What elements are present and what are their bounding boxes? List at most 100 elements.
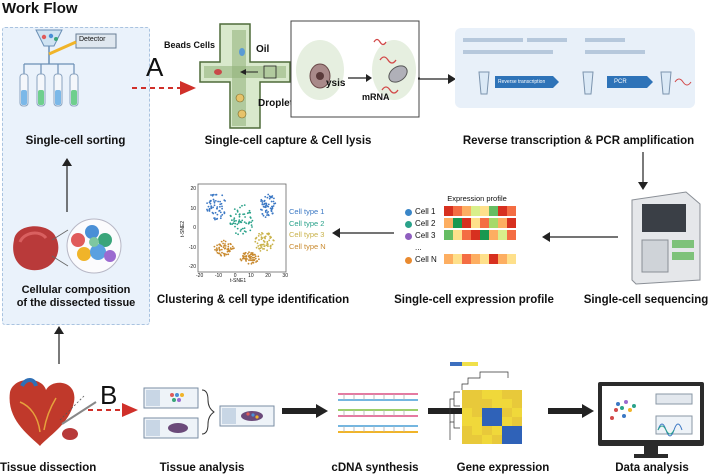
rt-pcr-label: Reverse transcription & PCR amplificatio… [462,135,695,147]
tsne-point [261,202,264,204]
tsne-point [267,213,270,216]
tsne-point [220,215,222,217]
tsne-point [256,260,259,262]
tissue-composition-illustration [13,218,122,274]
tsne-point [266,243,269,246]
tsne-point [245,231,247,233]
tsne-point [217,200,219,203]
heat-cell [482,399,492,408]
heat-cell [462,399,472,408]
expression-cell-list: Cell 1 Cell 2 Cell 3 ... Cell N [405,206,445,266]
tsne-point [227,253,230,256]
legend-item: Cell type 2 [289,218,325,228]
tsne-point [253,253,256,256]
slides-illustration [143,387,275,439]
heat-cell [502,435,512,444]
expression-profile-label: Single-cell expression profile [394,294,554,306]
tsne-point [216,251,219,254]
cell-row: Cell N [405,254,445,266]
tsne-point [268,239,271,242]
tsne-yticks: 20 10 0 -10 -20 [186,186,196,270]
ytick: 10 [190,205,196,212]
heat-cell [472,417,482,426]
tsne-point [261,203,264,206]
tsne-point [218,252,221,255]
tsne-point [233,247,235,250]
tsne-point [212,193,215,196]
single-cell-sorting-label: Single-cell sorting [25,135,126,147]
tsne-point [267,193,270,196]
tsne-point [221,205,223,208]
gene-expression-label: Gene expression [456,462,550,474]
tsne-point [237,222,240,224]
cell-row: Cell 2 [405,218,445,230]
tsne-point [261,200,264,202]
step-letter-b: B [100,380,118,410]
tsne-point [232,222,235,225]
tsne-point [245,255,248,257]
monitor-illustration [598,382,704,458]
tsne-point [264,195,267,198]
tsne-point [258,239,260,241]
xtick: 0 [233,273,237,279]
cell-sorter-illustration [19,29,117,107]
tsne-point [260,238,263,241]
heat-cell [482,417,492,426]
tsne-point [239,230,242,232]
tsne-point [241,227,244,230]
tsne-point [267,211,269,213]
tsne-point [245,257,247,260]
tsne-point [264,211,267,213]
tissue-composition-label-line2: of the dissected tissue [16,297,136,309]
tsne-point [235,219,237,222]
tsne-point [271,196,273,199]
cell-label: Cell 2 [415,219,436,228]
heat-cell [502,408,512,417]
tissue-dissection-label: Tissue dissection [0,462,97,474]
cdna-strands-illustration [338,393,418,433]
tsne-point [271,243,274,246]
tsne-point [220,248,223,251]
heat-cell [462,390,472,399]
tsne-point [268,197,271,200]
tsne-point [210,194,212,196]
tsne-point [240,259,243,262]
tsne-point [233,208,236,210]
tsne-point [269,207,272,210]
tsne-point [216,217,219,220]
tsne-point [270,236,272,239]
tsne-point [269,196,272,199]
heat-cell [492,435,502,444]
heart-illustration [9,378,97,446]
heat-cell [472,426,482,435]
tsne-point [208,210,211,212]
tsne-point [239,206,241,209]
heat-cell [472,435,482,444]
tsne-point [212,206,214,209]
tsne-point [214,217,216,220]
cell-label: Cell 1 [415,207,436,216]
tsne-point [250,224,253,226]
tsne-point [256,242,259,245]
tsne-point [254,255,257,258]
tsne-point [213,204,216,207]
tsne-point [219,205,221,208]
tsne-point [238,220,240,223]
tsne-point [224,243,226,245]
beads-cells-label: Beads Cells [164,40,216,50]
tsne-point [236,223,239,226]
tsne-point [252,253,254,256]
cell-label: Cell N [415,255,437,264]
tsne-point [231,219,233,222]
heat-cell [502,417,512,426]
heat-cell [502,390,512,399]
tsne-point [251,226,253,228]
tsne-point [263,199,266,202]
ytick: 0 [193,225,196,231]
tsne-point [248,209,251,212]
tsne-point [214,218,216,221]
tsne-point [230,248,233,250]
legend-item: Cell type N [289,241,326,251]
tsne-xlabel: t-SNE1 [230,278,247,284]
heat-cell [492,390,502,399]
